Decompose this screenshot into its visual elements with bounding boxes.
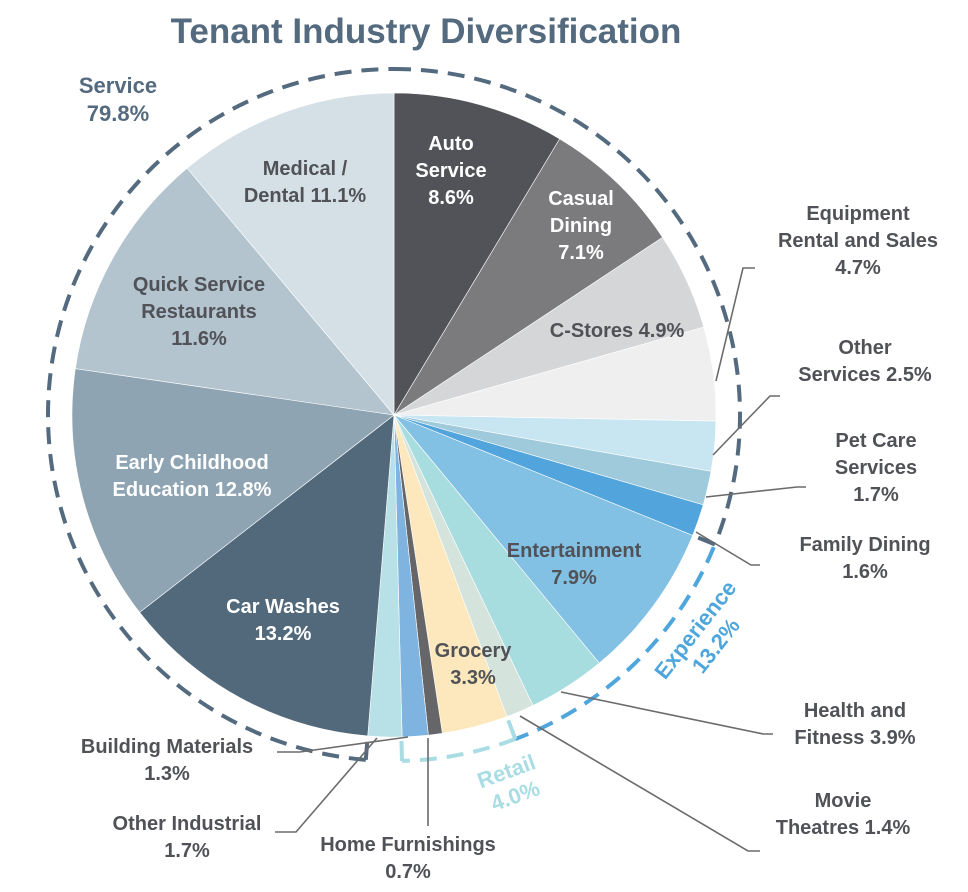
label-other-services: Other Services 2.5%: [798, 337, 932, 386]
pie-slice-car-washes: [139, 414, 395, 737]
label-building-materials: Building Materials 1.3%: [80, 736, 254, 785]
leader-movie: [519, 715, 760, 852]
label-service-group: Service 79.8%: [78, 73, 158, 126]
label-medical-dental: Medical / Dental 11.1%: [243, 158, 367, 207]
service-group-ring-a: [46, 67, 395, 762]
label-other-industrial: Other Industrial 1.7%: [112, 813, 262, 862]
label-entertainment: Entertainment 7.9%: [506, 540, 642, 589]
retail-group-ring: [401, 737, 516, 763]
experience-group-ring: [514, 546, 716, 741]
retail-ring-start-tick: [506, 719, 518, 740]
leader-pet-care: [705, 486, 806, 498]
pie-slice-early-childhood-education: [71, 368, 395, 613]
label-home-furnishings: Home Furnishings 0.7%: [320, 834, 496, 883]
leader-other-services: [712, 395, 780, 456]
label-pet-care: Pet Care Services 1.7%: [834, 430, 918, 506]
pie-slice-casual-dining: [393, 138, 663, 416]
group-rings: [46, 67, 742, 763]
service-group-ring-b: [393, 67, 742, 546]
label-quick-service-restaurants: Quick Service Restaurants 11.6%: [132, 274, 266, 350]
chart-title: Tenant Industry Diversification: [170, 12, 682, 51]
pie-slice-entertainment: [393, 414, 694, 664]
label-health-fitness: Health and Fitness 3.9%: [794, 700, 916, 749]
label-movie-theatres: Movie Theatres 1.4%: [775, 790, 911, 839]
label-family-dining: Family Dining 1.6%: [799, 534, 931, 583]
label-grocery: Grocery 3.3%: [434, 640, 512, 689]
label-auto-service: Auto Service 8.6%: [415, 133, 487, 209]
leader-family-dining: [695, 531, 760, 566]
leader-equipment: [715, 267, 755, 382]
pie-slice-quick-service-restaurants: [75, 167, 395, 416]
label-casual-dining: Casual Dining 7.1%: [548, 188, 614, 264]
label-car-washes: Car Washes 13.2%: [226, 596, 340, 645]
label-early-childhood: Early Childhood Education 12.8%: [112, 452, 272, 501]
leader-lines: [275, 267, 806, 852]
pie-slice-medical-dental: [186, 92, 395, 416]
leader-health: [560, 691, 773, 735]
service-ring-end-tick: [697, 535, 716, 547]
label-c-stores: C-Stores 4.9%: [549, 320, 685, 342]
pie-slice-auto-service: [393, 92, 561, 417]
pie-slices: [71, 92, 717, 738]
label-equipment-rental: Equipment Rental and Sales 4.7%: [777, 203, 939, 279]
leader-other-industrial: [275, 737, 378, 833]
leader-building: [277, 736, 409, 753]
